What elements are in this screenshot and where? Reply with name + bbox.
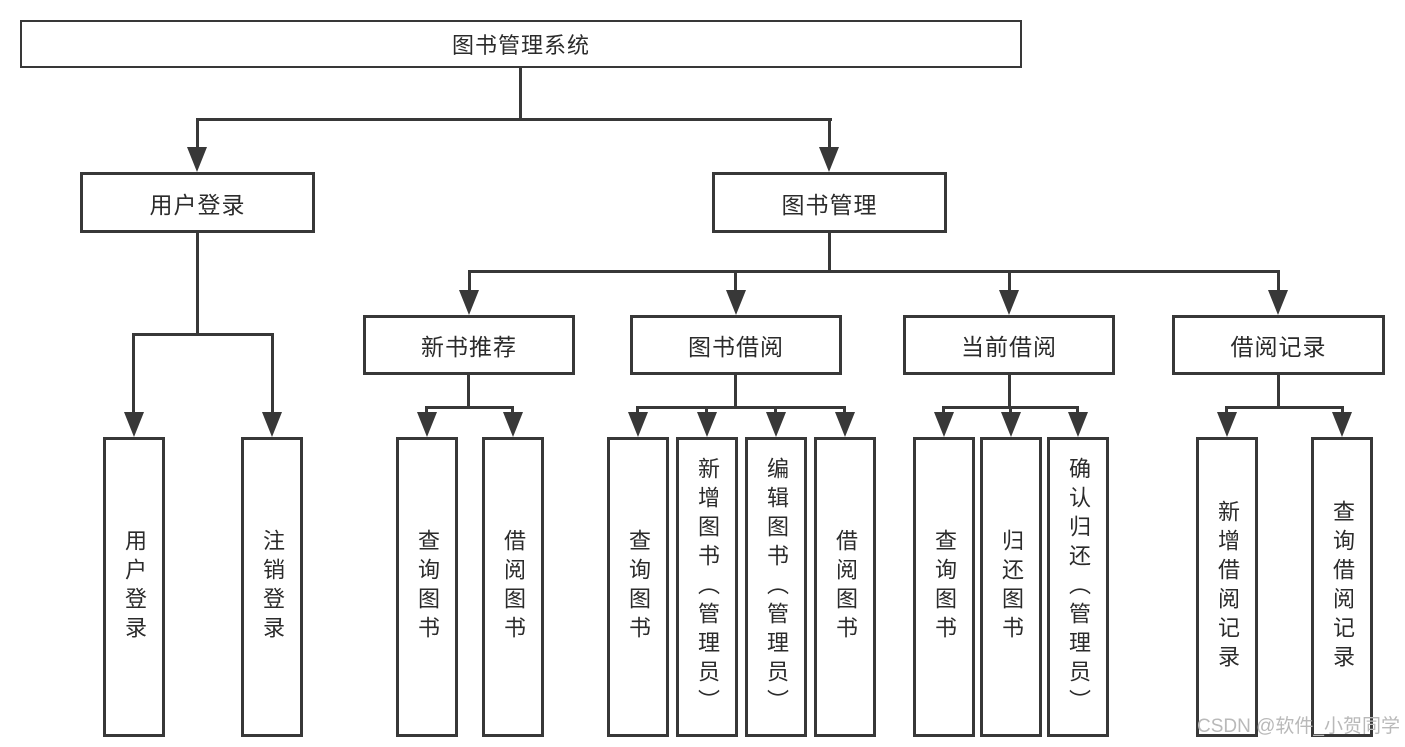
node-label: 用户登录 — [149, 191, 246, 218]
connector-leaf-shaft — [942, 406, 945, 416]
node-label: 新增借阅记录 — [1215, 500, 1240, 674]
node-label: 借阅图书 — [501, 529, 526, 645]
node-label: 归还图书 — [999, 529, 1024, 645]
connector-level3-shaft — [1008, 272, 1011, 292]
arrow-down-icon — [819, 147, 839, 172]
leaf-query-books-recommend: 查询图书 — [396, 437, 458, 737]
node-library-management-system: 图书管理系统 — [20, 20, 1022, 68]
connector-group-trunk — [1008, 375, 1011, 409]
node-new-book-recommendation: 新书推荐 — [363, 315, 575, 375]
leaf-edit-books-admin: 编辑图书（管理员） — [745, 437, 807, 737]
node-label: 新书推荐 — [421, 334, 517, 360]
arrow-down-icon — [503, 412, 523, 437]
watermark: CSDN @软件_小贺同学 — [1197, 716, 1400, 737]
node-label: 图书管理 — [781, 191, 878, 218]
node-label: 查询图书 — [415, 529, 440, 645]
connector-root-split — [196, 118, 832, 121]
connector-user-login-shaft — [196, 120, 199, 148]
connector-group-split — [1225, 406, 1343, 409]
leaf-borrow-books-recommend: 借阅图书 — [482, 437, 544, 737]
leaf-logout: 注销登录 — [241, 437, 303, 737]
connector-leaf-shaft — [705, 406, 708, 416]
arrow-down-icon — [262, 412, 282, 437]
node-label: 当前借阅 — [961, 334, 1057, 360]
leaf-query-books-current: 查询图书 — [913, 437, 975, 737]
arrow-down-icon — [835, 412, 855, 437]
arrow-down-icon — [726, 290, 746, 315]
leaf-return-books: 归还图书 — [980, 437, 1042, 737]
arrow-down-icon — [417, 412, 437, 437]
connector-leaf-shaft — [1076, 406, 1079, 416]
node-label: 图书管理系统 — [451, 33, 590, 58]
connector-level3-shaft — [734, 272, 737, 292]
connector-leaf-shaft — [774, 406, 777, 416]
arrow-down-icon — [697, 412, 717, 437]
node-label: 借阅记录 — [1230, 334, 1327, 360]
connector-book-mgmt-split — [468, 270, 1280, 273]
node-label: 查询借阅记录 — [1330, 500, 1355, 674]
connector-group-split — [636, 406, 846, 409]
arrow-down-icon — [1332, 412, 1352, 437]
leaf-confirm-return-admin: 确认归还（管理员） — [1047, 437, 1109, 737]
leaf-add-books-admin: 新增图书（管理员） — [676, 437, 738, 737]
arrow-down-icon — [934, 412, 954, 437]
connector-leaf-shaft — [511, 406, 514, 416]
arrow-down-icon — [1268, 290, 1288, 315]
node-label: 注销登录 — [260, 529, 285, 645]
node-book-management: 图书管理 — [712, 172, 947, 233]
arrow-down-icon — [1217, 412, 1237, 437]
arrow-down-icon — [124, 412, 144, 437]
connector-group-trunk — [734, 375, 737, 409]
connector-book-mgmt-trunk — [828, 233, 831, 273]
connector-user-login-trunk — [196, 233, 199, 335]
connector-leaf-shaft — [1225, 406, 1228, 416]
arrow-down-icon — [628, 412, 648, 437]
leaf-user-login: 用户登录 — [103, 437, 165, 737]
arrow-down-icon — [766, 412, 786, 437]
node-borrowing-records: 借阅记录 — [1172, 315, 1385, 375]
arrow-down-icon — [459, 290, 479, 315]
arrow-down-icon — [999, 290, 1019, 315]
connector-leaf-shaft — [132, 335, 135, 414]
node-label: 新增图书（管理员） — [695, 456, 720, 718]
connector-group-split — [425, 406, 514, 409]
connector-leaf-shaft — [425, 406, 428, 416]
connector-leaf-shaft — [271, 335, 274, 414]
node-user-login: 用户登录 — [80, 172, 315, 233]
node-label: 用户登录 — [122, 529, 147, 645]
connector-leaf-shaft — [1009, 406, 1012, 416]
node-current-borrowing: 当前借阅 — [903, 315, 1115, 375]
connector-group-trunk — [467, 375, 470, 409]
node-label: 确认归还（管理员） — [1066, 456, 1091, 718]
connector-level3-shaft — [1277, 272, 1280, 292]
arrow-down-icon — [187, 147, 207, 172]
node-label: 图书借阅 — [688, 334, 784, 360]
connector-user-login-split — [132, 333, 274, 336]
node-label: 编辑图书（管理员） — [764, 456, 789, 718]
connector-leaf-shaft — [843, 406, 846, 416]
leaf-borrow-books-borrowing: 借阅图书 — [814, 437, 876, 737]
arrow-down-icon — [1001, 412, 1021, 437]
connector-group-trunk — [1277, 375, 1280, 409]
node-label: 查询图书 — [932, 529, 957, 645]
connector-level3-shaft — [468, 272, 471, 292]
leaf-query-books-borrowing: 查询图书 — [607, 437, 669, 737]
leaf-query-borrow-record: 查询借阅记录 — [1311, 437, 1373, 737]
connector-leaf-shaft — [1341, 406, 1344, 416]
connector-book-mgmt-shaft — [828, 120, 831, 148]
node-label: 借阅图书 — [833, 529, 858, 645]
node-book-borrowing: 图书借阅 — [630, 315, 842, 375]
connector-root-trunk — [519, 68, 522, 120]
arrow-down-icon — [1068, 412, 1088, 437]
node-label: 查询图书 — [626, 529, 651, 645]
leaf-add-borrow-record: 新增借阅记录 — [1196, 437, 1258, 737]
connector-leaf-shaft — [636, 406, 639, 416]
